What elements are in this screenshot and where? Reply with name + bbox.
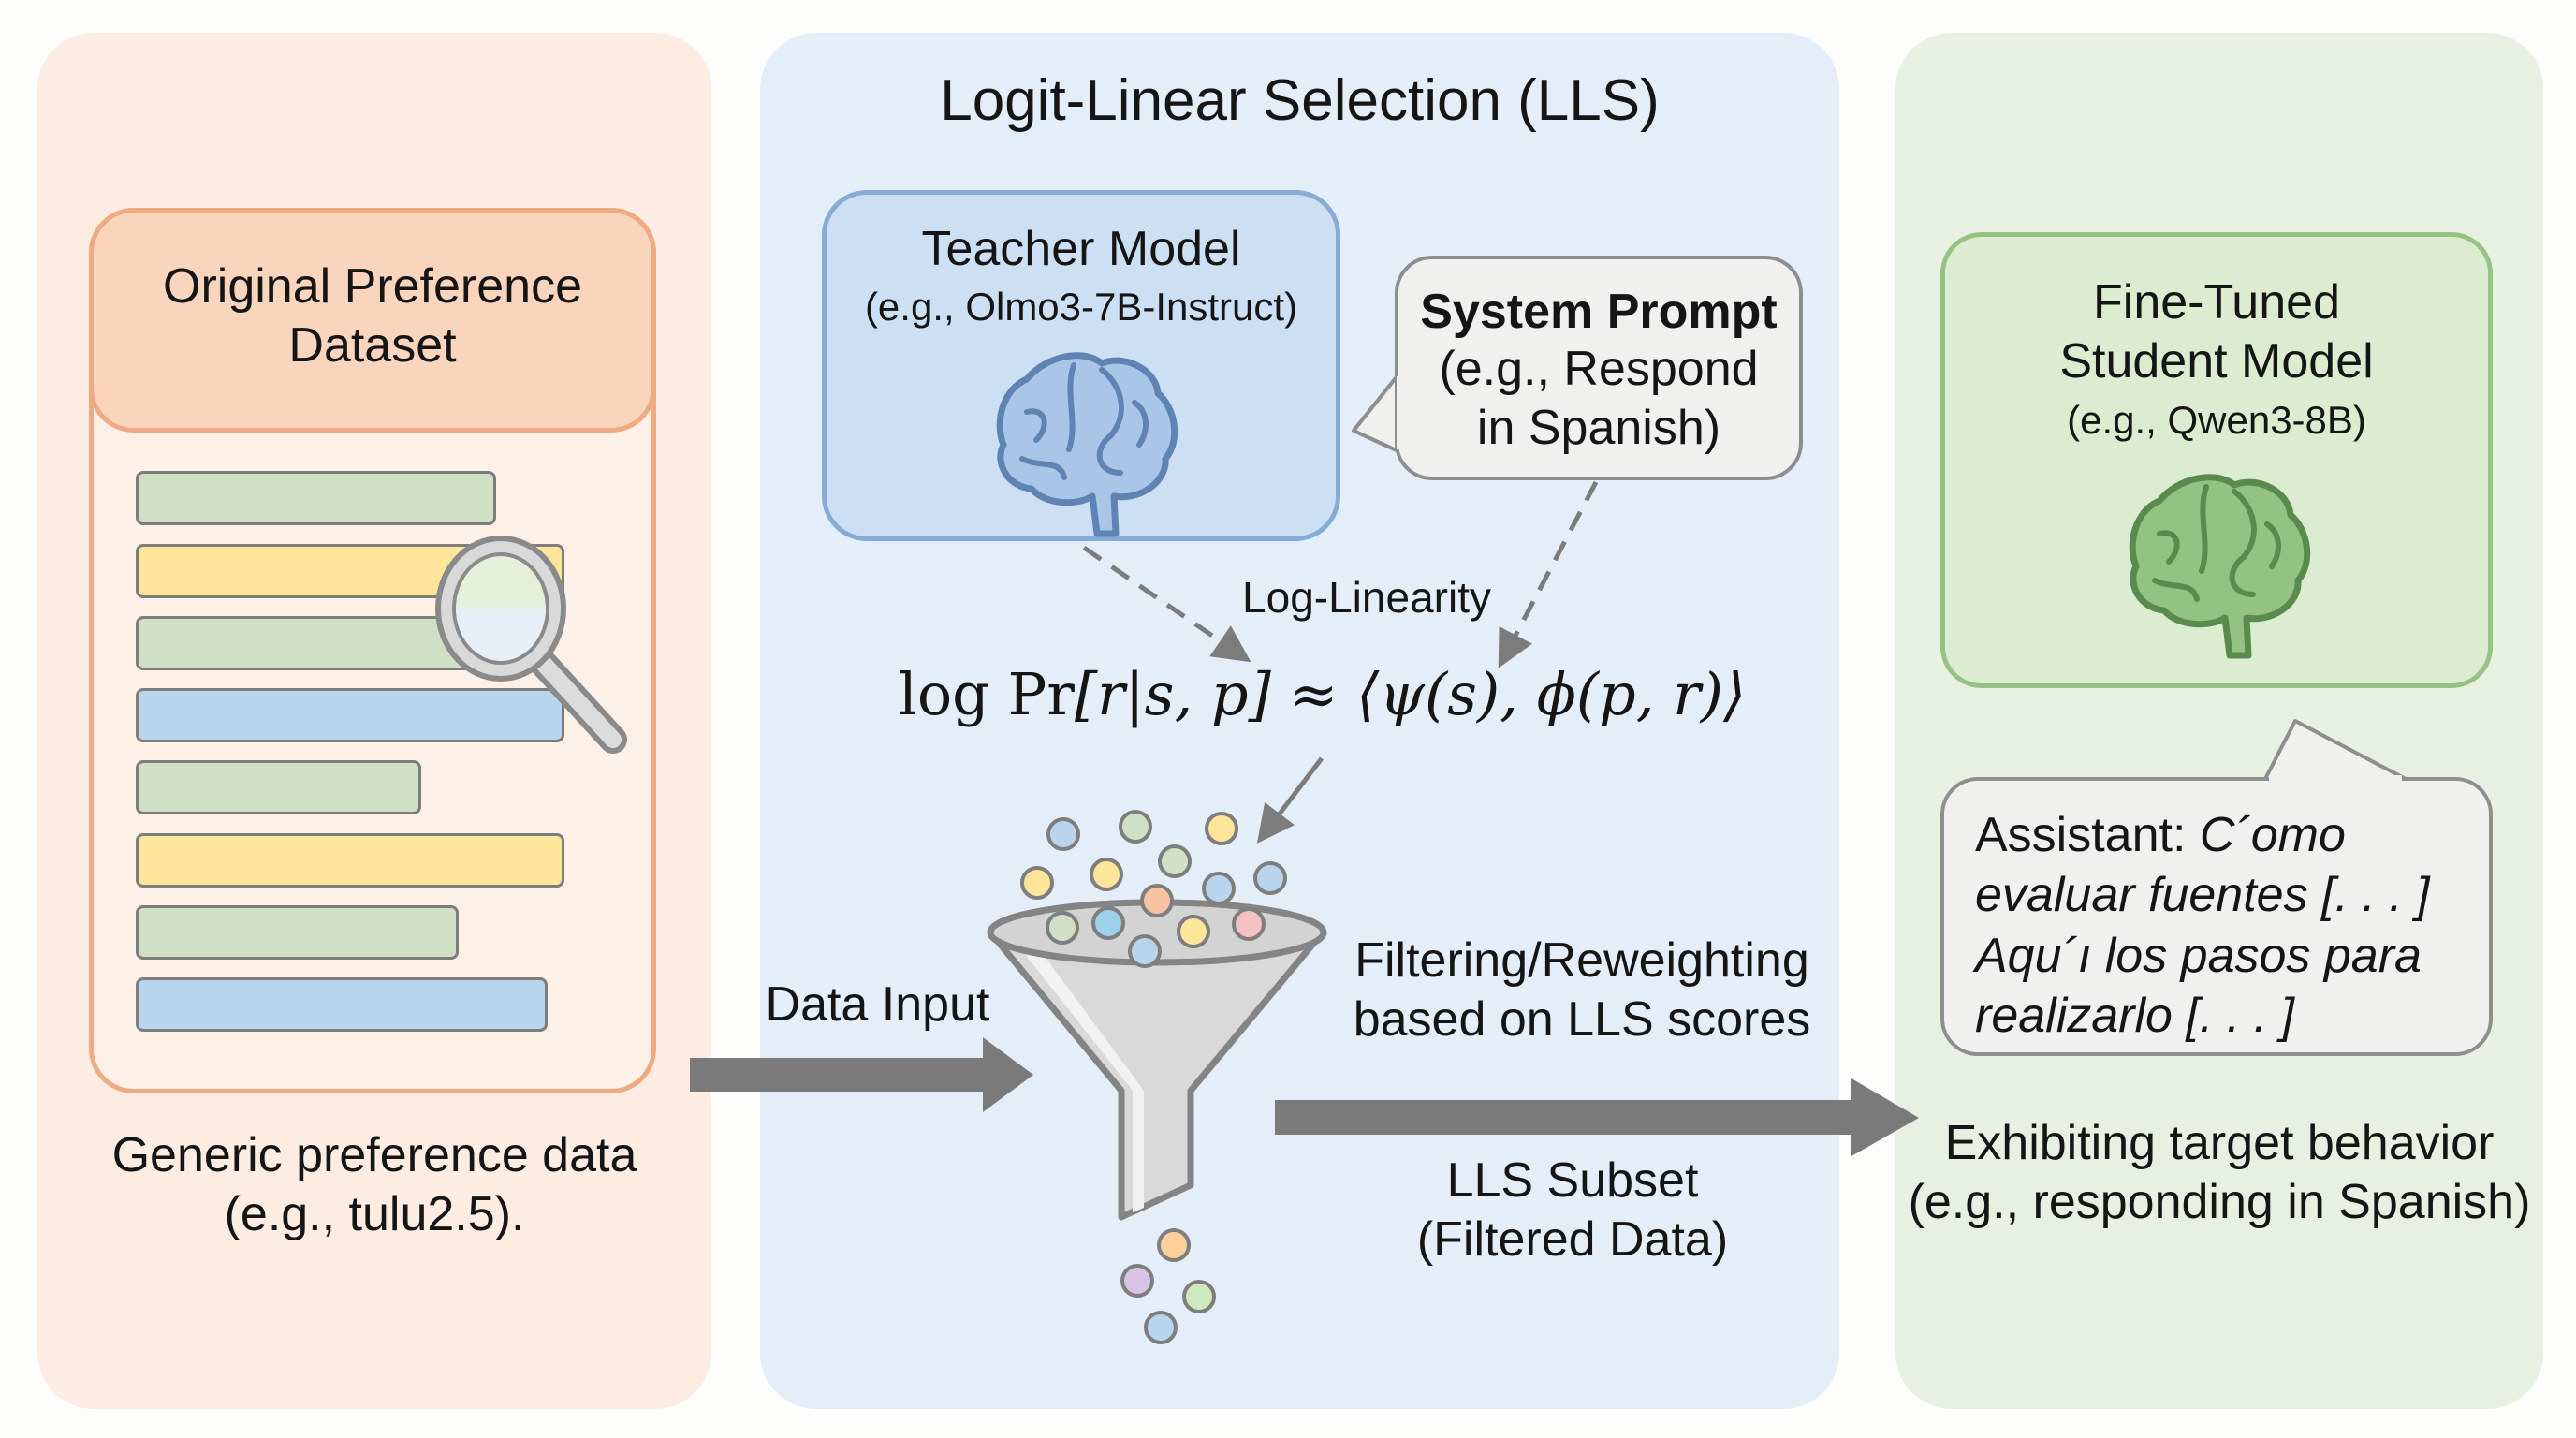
teacher-title: Teacher Model [921,222,1241,276]
data-row [136,688,564,742]
lls-equation: log Pr[r|s, p] ≈ ⟨ψ(s), ϕ(p, r)⟩ [899,660,1746,728]
assistant-line-1: C´omo [2199,808,2346,862]
data-row [136,760,421,814]
filter-label: Filtering/Reweighting based on LLS score… [1329,932,1835,1050]
brain-icon [996,352,1178,537]
target-caption-line-2: (e.g., responding in Spanish) [1908,1175,2531,1230]
student-subtitle: (e.g., Qwen3-8B) [2067,398,2366,442]
teacher-dashed-arrow [1082,545,1251,663]
data-point-ball [1157,1228,1191,1262]
log-linearity-label: Log-Linearity [1242,573,1491,622]
system-prompt-line-1: (e.g., Respond [1439,342,1759,396]
student-title-line-1: Fine-Tuned [2093,275,2340,330]
data-point-ball [1205,812,1238,845]
data-row [136,471,496,525]
student-title-line-2: Student Model [2059,334,2374,389]
data-point-ball [1182,1280,1216,1313]
assistant-line-2: evaluar fuentes [. . . ] [1975,868,2430,923]
data-row [136,616,484,670]
system-prompt-bubble [1395,256,1803,480]
data-point-ball [1119,810,1152,844]
data-row [136,977,548,1032]
prompt-dashed-arrow [1498,480,1599,668]
dataset-title-line-1: Original Preference [163,259,582,314]
data-input-arrow [690,1037,1033,1112]
data-point-ball [1128,934,1162,968]
data-point-ball [1158,844,1192,878]
system-prompt-line-2: in Spanish) [1476,401,1721,456]
data-point-ball [1046,911,1079,945]
system-prompt-title: System Prompt [1420,285,1778,339]
system-prompt-text: (e.g., Respond in Spanish) [1395,340,1803,459]
data-row [136,905,459,960]
teacher-subtitle: (e.g., Olmo3-7B-Instruct) [864,285,1298,329]
equation-approx: ≈ [1289,660,1339,728]
lls-subset-arrow [1275,1078,1919,1156]
data-point-ball [1253,861,1287,895]
dataset-title: Original Preference Dataset [89,257,656,376]
equation-to-funnel-arrow [1256,756,1324,844]
dataset-title-line-2: Dataset [288,318,457,374]
data-point-ball [1140,884,1174,917]
assistant-response-text: Assistant: C´omo evaluar fuentes [. . . … [1975,805,2481,1047]
equation-rhs: ⟨ψ(s), ϕ(p, r)⟩ [1356,660,1747,728]
assistant-speaker: Assistant: [1975,808,2187,862]
data-point-ball [1090,858,1123,891]
subset-label-line-2: (Filtered Data) [1416,1212,1729,1268]
assistant-line-4: realizarlo [. . . ] [1975,989,2294,1044]
data-point-ball [1046,817,1080,851]
data-row [136,833,564,888]
data-point-ball [1020,866,1054,900]
subset-label: LLS Subset (Filtered Data) [1348,1152,1797,1270]
data-point-ball [1177,915,1210,948]
data-point-ball [1091,906,1125,940]
data-point-ball [1144,1311,1178,1344]
lls-title: Logit-Linear Selection (LLS) [940,68,1660,133]
equation-log: log [899,660,989,728]
data-point-ball [1202,872,1236,905]
filter-label-line-1: Filtering/Reweighting [1354,933,1809,988]
target-caption-line-1: Exhibiting target behavior [1944,1116,2495,1170]
assistant-line-3: Aqu´ı los pasos para [1975,928,2422,983]
source-caption-line-2: (e.g., tulu2.5). [224,1187,525,1242]
equation-args: [r|s, p] [1074,660,1271,728]
data-point-ball [1120,1264,1154,1298]
data-point-ball [1232,907,1266,941]
brain-icon [2129,474,2311,659]
equation-pr: Pr [1007,660,1075,728]
assistant-response-bubble [1940,777,2493,1056]
source-caption-line-1: Generic preference data [111,1128,637,1182]
data-input-label: Data Input [765,977,990,1032]
student-model-card [1940,232,2493,688]
source-caption: Generic preference data (e.g., tulu2.5). [37,1126,711,1245]
dataset-card-header [89,208,656,433]
filter-label-line-2: based on LLS scores [1353,992,1811,1048]
student-title: Fine-Tuned Student Model [1940,273,2493,392]
subset-label-line-1: LLS Subset [1446,1153,1699,1208]
target-behavior-caption: Exhibiting target behavior (e.g., respon… [1895,1114,2543,1233]
